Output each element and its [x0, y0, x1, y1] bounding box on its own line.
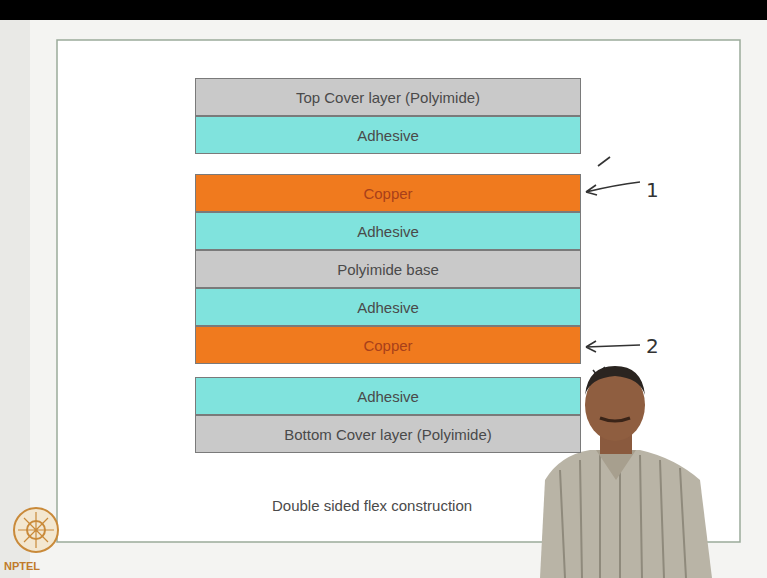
layer-label: Adhesive: [357, 388, 419, 405]
callout-number: 2: [646, 334, 659, 358]
layer-label: Adhesive: [357, 223, 419, 240]
base-layer: Polyimide base: [195, 250, 581, 288]
adhesive-layer: Adhesive: [195, 212, 581, 250]
copper-layer: Copper: [195, 326, 581, 364]
adhesive-layer: Adhesive: [195, 116, 581, 154]
layer-label: Top Cover layer (Polyimide): [296, 89, 480, 106]
layer-label: Copper: [363, 337, 412, 354]
logo-text: NPTEL: [4, 560, 40, 572]
slide-area: [30, 20, 767, 578]
layer-label: Adhesive: [357, 299, 419, 316]
layer-label: Copper: [363, 185, 412, 202]
pointer-arrow: [586, 182, 640, 195]
cover-layer: Bottom Cover layer (Polyimide): [195, 415, 581, 453]
copper-layer: Copper: [195, 174, 581, 212]
adhesive-layer: Adhesive: [195, 288, 581, 326]
adhesive-layer: Adhesive: [195, 377, 581, 415]
cover-layer: Top Cover layer (Polyimide): [195, 78, 581, 116]
callout-number: 1: [646, 178, 659, 202]
layer-label: Adhesive: [357, 127, 419, 144]
pen-mark: [598, 157, 610, 166]
layer-label: Bottom Cover layer (Polyimide): [284, 426, 492, 443]
logo: [14, 508, 58, 552]
caption: Double sided flex construction: [272, 497, 472, 514]
pointer-arrow: [586, 341, 640, 352]
layer-label: Polyimide base: [337, 261, 439, 278]
top-bar: [0, 0, 767, 20]
